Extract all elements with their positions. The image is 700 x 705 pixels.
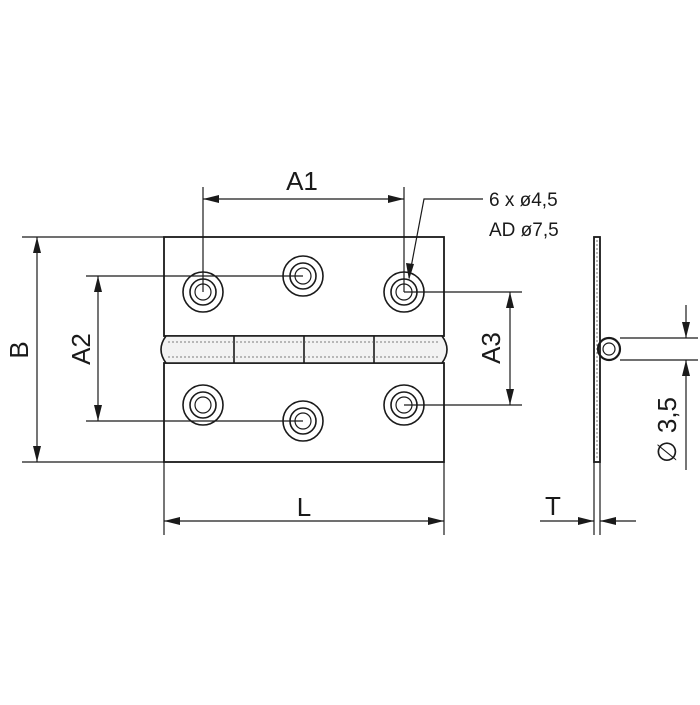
side-view xyxy=(593,236,622,463)
dimension-l: L xyxy=(163,462,445,535)
label-hole-count: 6 x ø4,5 xyxy=(489,190,558,211)
label-countersink: AD ø7,5 xyxy=(489,220,559,241)
dimension-pin-diameter: ∅ 3,5 xyxy=(620,305,698,470)
label-a1: A1 xyxy=(286,166,318,196)
upper-leaf xyxy=(163,236,445,337)
side-knuckle xyxy=(596,336,622,362)
dimension-t: T xyxy=(540,462,636,535)
front-view xyxy=(160,236,448,463)
dimension-a3: A3 xyxy=(404,291,522,406)
dimension-a1: A1 xyxy=(202,166,405,292)
label-a3: A3 xyxy=(476,332,506,364)
knuckle-barrel xyxy=(160,335,448,364)
dimension-a2: A2 xyxy=(66,275,303,422)
hole-lower-left xyxy=(182,384,224,426)
label-b: B xyxy=(4,341,34,358)
label-a2: A2 xyxy=(66,333,96,365)
label-pin-diameter: ∅ 3,5 xyxy=(652,397,682,463)
label-l: L xyxy=(297,492,311,522)
dimension-b: B xyxy=(4,236,164,463)
side-pin xyxy=(602,342,616,356)
label-t: T xyxy=(545,491,561,521)
hole-callout: 6 x ø4,5 AD ø7,5 xyxy=(406,190,559,280)
